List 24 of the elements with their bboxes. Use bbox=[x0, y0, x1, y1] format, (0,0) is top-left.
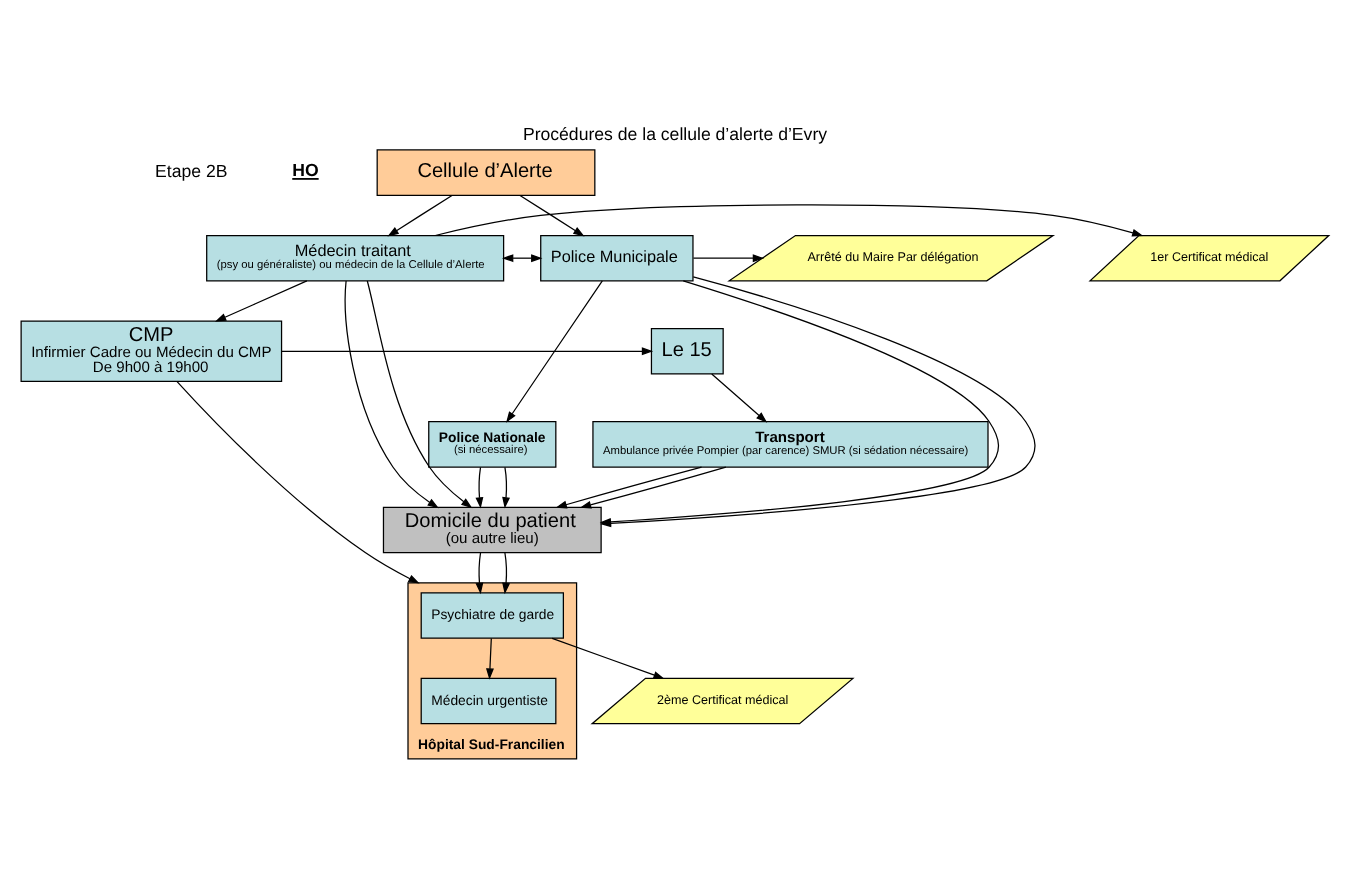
arrow bbox=[579, 466, 727, 509]
arrow bbox=[344, 280, 439, 509]
arrow bbox=[711, 373, 768, 423]
arrow bbox=[475, 552, 484, 595]
arrow bbox=[502, 254, 543, 263]
label: Etape 2B bbox=[155, 161, 228, 182]
arrow bbox=[387, 194, 453, 237]
arrow bbox=[434, 204, 1144, 237]
arrow bbox=[502, 466, 511, 509]
diagram-title: Procédures de la cellule d’alerte d’Evry bbox=[522, 124, 828, 145]
arrow bbox=[475, 466, 484, 509]
arrow bbox=[366, 280, 473, 509]
node-box: Cellule d’Alerte bbox=[376, 149, 596, 196]
arrow bbox=[485, 637, 494, 680]
label: HO bbox=[292, 160, 319, 181]
arrow bbox=[502, 552, 511, 595]
arrow bbox=[506, 280, 603, 423]
arrow bbox=[214, 280, 308, 322]
node-box: Le 15 bbox=[650, 328, 724, 375]
arrow bbox=[281, 347, 654, 356]
arrow bbox=[519, 194, 585, 237]
arrow bbox=[555, 466, 703, 509]
arrow bbox=[176, 380, 420, 584]
arrow bbox=[692, 254, 765, 263]
